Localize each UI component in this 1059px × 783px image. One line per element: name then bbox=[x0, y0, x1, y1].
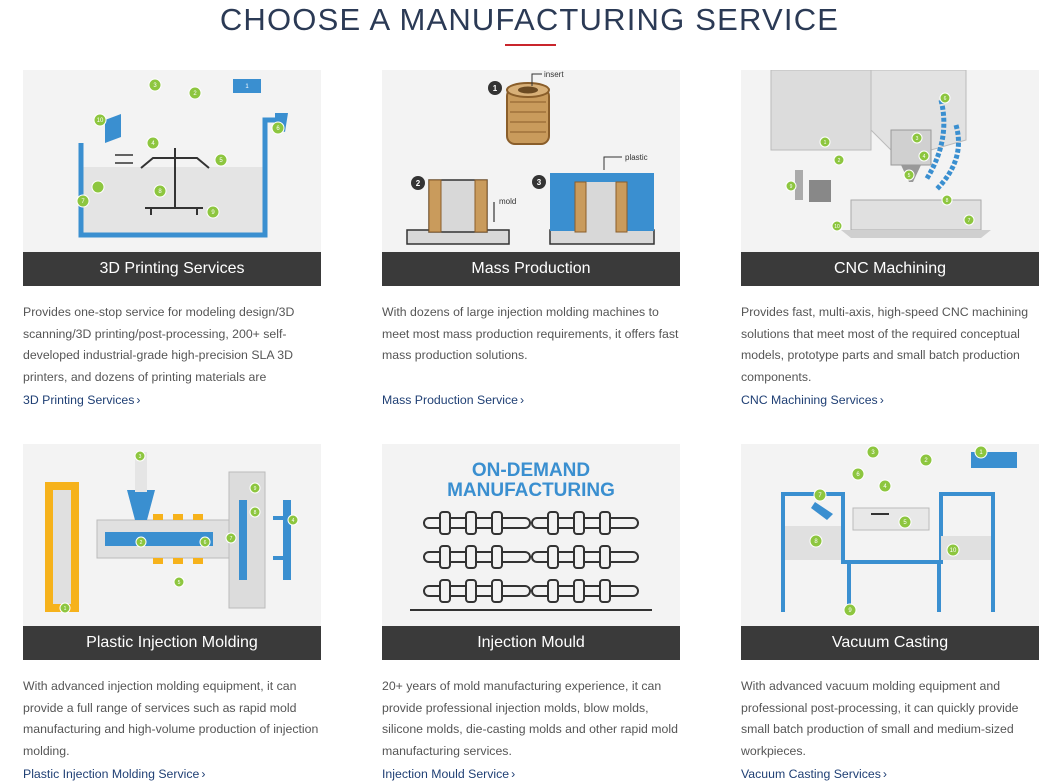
cnc-machining-image[interactable]: 1 2 3 4 5 6 7 8 9 10 bbox=[741, 70, 1039, 258]
sla-3d-printer-diagram-icon: 3 2 1 10 4 5 6 7 8 9 bbox=[23, 70, 321, 258]
step-3-label: 3 bbox=[537, 178, 542, 187]
3d-printing-services-link[interactable]: 3D Printing Services› bbox=[23, 393, 141, 407]
link-text: Injection Mould Service bbox=[382, 767, 510, 781]
label-3: 3 bbox=[871, 450, 875, 456]
label-7: 7 bbox=[81, 199, 85, 205]
card-description: With advanced injection molding equipmen… bbox=[23, 679, 319, 758]
link-text: CNC Machining Services bbox=[741, 393, 878, 407]
insert-molding-diagram-icon: 1 2 3 insert mold plastic bbox=[382, 70, 680, 258]
label-10: 10 bbox=[834, 224, 840, 230]
chevron-right-icon: › bbox=[520, 393, 525, 407]
label-7: 7 bbox=[818, 493, 822, 499]
on-demand-manufacturing-diagram-icon: ON-DEMAND MANUFACTURING bbox=[382, 444, 680, 632]
chevron-right-icon: › bbox=[879, 393, 884, 407]
label-5: 5 bbox=[178, 580, 181, 586]
label-5: 5 bbox=[908, 173, 911, 179]
label-4: 4 bbox=[923, 154, 926, 160]
card-title-bar[interactable]: Mass Production bbox=[382, 252, 680, 286]
insert-label: insert bbox=[544, 70, 564, 79]
chevron-right-icon: › bbox=[136, 393, 141, 407]
plastic-injection-molding-image[interactable]: 1 2 3 5 6 7 8 9 4 bbox=[23, 444, 321, 632]
card-title-bar[interactable]: Vacuum Casting bbox=[741, 626, 1039, 660]
card-description: Provides one-stop service for modeling d… bbox=[23, 305, 295, 384]
step-2-label: 2 bbox=[416, 179, 421, 188]
plastic-label: plastic bbox=[625, 153, 648, 162]
label-2: 2 bbox=[193, 91, 197, 97]
page-title: CHOOSE A MANUFACTURING SERVICE bbox=[219, 2, 840, 37]
vacuum-casting-services-link[interactable]: Vacuum Casting Services› bbox=[741, 767, 887, 781]
label-8: 8 bbox=[946, 198, 949, 204]
label-6: 6 bbox=[856, 472, 860, 478]
injection-mould-image[interactable]: ON-DEMAND MANUFACTURING bbox=[382, 444, 680, 632]
link-text: Mass Production Service bbox=[382, 393, 519, 407]
link-text: 3D Printing Services bbox=[23, 393, 135, 407]
label-3: 3 bbox=[139, 454, 142, 460]
label-6: 6 bbox=[276, 126, 280, 132]
injection-mould-service-link[interactable]: Injection Mould Service› bbox=[382, 767, 515, 781]
injection-molding-machine-diagram-icon: 1 2 3 5 6 7 8 9 4 bbox=[23, 444, 321, 632]
label-3: 3 bbox=[916, 136, 919, 142]
step-1-label: 1 bbox=[493, 84, 498, 93]
card-description: With advanced vacuum molding equipment a… bbox=[741, 679, 1019, 758]
chevron-right-icon: › bbox=[882, 767, 887, 781]
label-9: 9 bbox=[790, 184, 793, 190]
label-2: 2 bbox=[140, 540, 143, 546]
label-10: 10 bbox=[950, 548, 957, 554]
card-description: With dozens of large injection molding m… bbox=[382, 305, 679, 362]
label-9: 9 bbox=[211, 210, 215, 216]
label-8: 8 bbox=[158, 189, 162, 195]
label-5: 5 bbox=[219, 158, 223, 164]
cnc-machining-services-link[interactable]: CNC Machining Services› bbox=[741, 393, 884, 407]
label-1: 1 bbox=[824, 140, 827, 146]
vacuum-casting-diagram-icon: 1 2 3 4 5 6 7 8 9 10 bbox=[741, 444, 1039, 632]
label-8: 8 bbox=[254, 510, 257, 516]
link-text: Vacuum Casting Services bbox=[741, 767, 881, 781]
label-2: 2 bbox=[924, 458, 928, 464]
label-10: 10 bbox=[97, 118, 104, 124]
chevron-right-icon: › bbox=[201, 767, 206, 781]
label-1: 1 bbox=[64, 606, 67, 612]
label-1: 1 bbox=[245, 84, 249, 90]
label-4: 4 bbox=[151, 141, 155, 147]
label-7: 7 bbox=[968, 218, 971, 224]
label-4: 4 bbox=[883, 484, 887, 490]
card-title-bar[interactable]: CNC Machining bbox=[741, 252, 1039, 286]
card-description: Provides fast, multi-axis, high-speed CN… bbox=[741, 305, 1029, 384]
mold-label: mold bbox=[499, 197, 516, 206]
link-text: Plastic Injection Molding Service bbox=[23, 767, 200, 781]
label-3: 3 bbox=[153, 83, 157, 89]
label-9: 9 bbox=[848, 608, 852, 614]
cnc-machine-diagram-icon: 1 2 3 4 5 6 7 8 9 10 bbox=[741, 70, 1039, 258]
label-6: 6 bbox=[944, 96, 947, 102]
plastic-injection-molding-service-link[interactable]: Plastic Injection Molding Service› bbox=[23, 767, 205, 781]
title-underline bbox=[505, 44, 556, 46]
card-title-bar[interactable]: Injection Mould bbox=[382, 626, 680, 660]
label-7: 7 bbox=[230, 536, 233, 542]
chevron-right-icon: › bbox=[511, 767, 516, 781]
mass-production-service-link[interactable]: Mass Production Service› bbox=[382, 393, 524, 407]
vacuum-casting-image[interactable]: 1 2 3 4 5 6 7 8 9 10 bbox=[741, 444, 1039, 632]
card-description: 20+ years of mold manufacturing experien… bbox=[382, 679, 678, 758]
mass-production-image[interactable]: 1 2 3 insert mold plastic bbox=[382, 70, 680, 258]
label-5: 5 bbox=[903, 520, 907, 526]
3d-printing-image[interactable]: 3 2 1 10 4 5 6 7 8 9 bbox=[23, 70, 321, 258]
card-title-bar[interactable]: Plastic Injection Molding bbox=[23, 626, 321, 660]
label-9: 9 bbox=[254, 486, 257, 492]
graphic-text-line2: MANUFACTURING bbox=[447, 480, 615, 501]
label-6: 6 bbox=[204, 540, 207, 546]
label-8: 8 bbox=[814, 539, 818, 545]
label-2: 2 bbox=[838, 158, 841, 164]
graphic-text-line1: ON-DEMAND bbox=[472, 460, 590, 481]
card-title-bar[interactable]: 3D Printing Services bbox=[23, 252, 321, 286]
label-1: 1 bbox=[979, 450, 983, 456]
label-4: 4 bbox=[292, 518, 295, 524]
